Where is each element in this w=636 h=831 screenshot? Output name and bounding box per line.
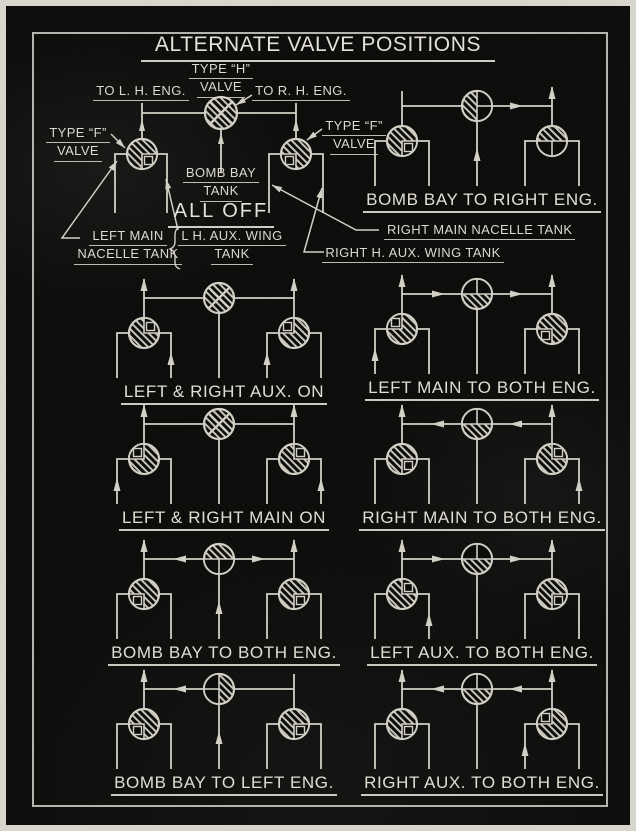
valve-schematic [116,278,322,378]
diagram-caption: LEFT AUX. TO BOTH ENG. [352,643,612,666]
legend-valve-schematic [60,94,379,270]
diagram-left-and-right-aux-on: LEFT & RIGHT AUX. ON [94,273,354,405]
diagram-caption: BOMB BAY TO RIGHT ENG. [352,190,612,213]
diagram-left-and-right-main-on: LEFT & RIGHT MAIN ON [94,399,354,531]
diagram-left-main-to-both-eng: LEFT MAIN TO BOTH ENG. [352,269,612,401]
label-type-f-valve-right: TYPE “F”VALVE [320,118,388,155]
label-right-main-nacelle-tank: RIGHT MAIN NACELLE TANK [384,222,576,241]
diagram-caption: LEFT MAIN TO BOTH ENG. [352,378,612,401]
legend-diagram-all-off: TO L. H. ENG. TYPE “H”VALVE TO R. H. ENG… [34,61,612,276]
label-to-lh-eng: TO L. H. ENG. [92,83,190,102]
diagram-caption: RIGHT AUX. TO BOTH ENG. [352,773,612,796]
diagram-left-aux-to-both-eng: LEFT AUX. TO BOTH ENG. [352,534,612,666]
page-title: ALTERNATE VALVE POSITIONS [6,33,630,62]
valve-schematic [116,669,322,769]
diagram-caption: LEFT & RIGHT AUX. ON [94,382,354,405]
valve-schematic [116,539,322,639]
label-right-h-aux-wing-tank: RIGHT H. AUX. WING TANK [318,245,508,264]
diagram-right-main-to-both-eng: RIGHT MAIN TO BOTH ENG. [352,399,612,531]
valve-schematic [374,669,580,769]
label-to-rh-eng: TO R. H. ENG. [250,83,352,102]
valve-schematic [374,404,583,504]
diagram-right-aux-to-both-eng: RIGHT AUX. TO BOTH ENG. [352,664,612,796]
diagram-caption: BOMB BAY TO BOTH ENG. [94,643,354,666]
diagram-bomb-bay-to-right-eng: BOMB BAY TO RIGHT ENG. [352,81,612,213]
valve-schematic [374,86,580,186]
valve-schematic [371,274,580,374]
legend-caption-all-off: ALL OFF [164,199,278,228]
diagram-caption: LEFT & RIGHT MAIN ON [94,508,354,531]
diagram-bomb-bay-to-left-eng: BOMB BAY TO LEFT ENG. [94,664,354,796]
diagram-bomb-bay-to-both-eng: BOMB BAY TO BOTH ENG. [94,534,354,666]
valve-schematic [374,539,580,639]
label-type-h-valve: TYPE “H”VALVE [182,61,260,98]
label-type-f-valve-left: TYPE “F”VALVE [44,125,112,162]
diagram-panel: ALTERNATE VALVE POSITIONS TO L. H. ENG. … [6,6,630,825]
diagram-caption: BOMB BAY TO LEFT ENG. [94,773,354,796]
valve-schematic [113,404,325,504]
diagram-caption: RIGHT MAIN TO BOTH ENG. [352,508,612,531]
